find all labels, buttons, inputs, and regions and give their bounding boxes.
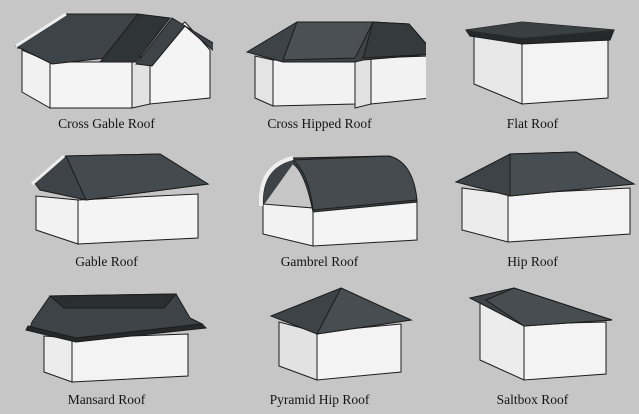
flat-roof-illustration: [465, 21, 615, 105]
gable-roof-illustration: [31, 153, 210, 245]
gable-roof-cell: Gable Roof: [0, 138, 213, 276]
saltbox-roof-illustration: [468, 287, 613, 381]
hip-roof-cell: Hip Roof: [426, 138, 639, 276]
caption-cross-hipped-roof: Cross Hipped Roof: [267, 116, 372, 131]
hip-roof-illustration: [454, 151, 636, 243]
pyramid-hip-roof-cell: Pyramid Hip Roof: [213, 276, 426, 414]
cross-gable-roof-cell: Cross Gable Roof: [0, 0, 213, 138]
caption-gable-roof: Gable Roof: [75, 254, 138, 269]
caption-hip-roof: Hip Roof: [507, 254, 558, 269]
gambrel-roof-illustration: [258, 155, 418, 247]
caption-flat-roof: Flat Roof: [506, 116, 559, 131]
pyramid-hip-roof-illustration: [269, 287, 413, 381]
gambrel-roof-cell: Gambrel Roof: [213, 138, 426, 276]
mansard-roof-illustration: [25, 293, 208, 383]
caption-cross-gable-roof: Cross Gable Roof: [58, 116, 155, 131]
caption-mansard-roof: Mansard Roof: [67, 392, 146, 407]
caption-saltbox-roof: Saltbox Roof: [496, 392, 569, 407]
cross-gable-roof-illustration: [14, 12, 213, 109]
flat-roof-cell: Flat Roof: [426, 0, 639, 138]
caption-pyramid-hip-roof: Pyramid Hip Roof: [269, 392, 370, 407]
cross-hipped-roof-cell: Cross Hipped Roof: [213, 0, 426, 138]
mansard-roof-cell: Mansard Roof: [0, 276, 213, 414]
cross-hipped-roof-illustration: [245, 21, 426, 109]
caption-gambrel-roof: Gambrel Roof: [280, 254, 359, 269]
saltbox-roof-cell: Saltbox Roof: [426, 276, 639, 414]
